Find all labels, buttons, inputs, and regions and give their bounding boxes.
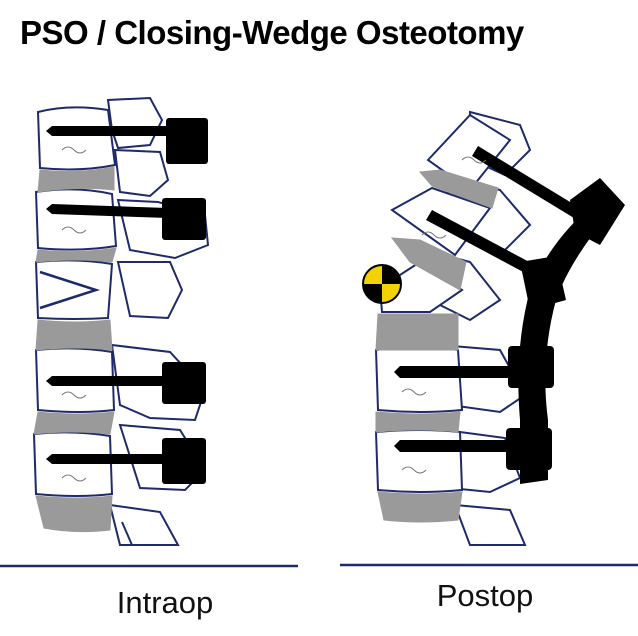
- postop-hardware: [394, 146, 625, 484]
- pedicle-screw: [394, 366, 522, 378]
- pedicle-screw: [394, 440, 522, 452]
- vertebral-body: [374, 346, 464, 413]
- caption-postop: Postop: [436, 578, 534, 613]
- pedicle-screw: [426, 210, 548, 282]
- posterior-element: [108, 503, 180, 546]
- pedicle-screw: [46, 118, 208, 164]
- disc: [390, 237, 467, 291]
- disc: [377, 491, 463, 523]
- vertebral-body: [374, 429, 464, 493]
- vertebral-body: [36, 106, 117, 171]
- intraop-spine: [32, 96, 210, 546]
- caption-intraop: Intraop: [116, 585, 214, 620]
- postop-discs: [375, 169, 499, 523]
- intraop-discs: [33, 166, 117, 533]
- disc: [375, 313, 459, 351]
- postop-bone-texture: [401, 156, 487, 474]
- disc: [418, 169, 499, 209]
- posterior-element: [110, 343, 207, 422]
- center-of-rotation-marker-icon: [362, 264, 402, 304]
- disc: [37, 166, 115, 193]
- disc: [35, 319, 113, 351]
- pedicle-screw: [472, 146, 580, 218]
- vertebral-body: [34, 188, 118, 251]
- disc: [35, 495, 113, 533]
- pedicle-screw: [46, 438, 206, 484]
- intraop-hardware: [46, 118, 208, 484]
- diagram-title: PSO / Closing-Wedge Osteotomy: [20, 14, 524, 51]
- vertebral-body: [32, 431, 114, 497]
- vertebral-body: [34, 259, 114, 320]
- posterior-element: [116, 198, 210, 260]
- pedicle-screw: [46, 198, 206, 240]
- posterior-element: [121, 521, 133, 546]
- posterior-element: [116, 261, 184, 320]
- disc: [375, 411, 461, 433]
- posterior-element: [453, 503, 527, 546]
- vertebral-body: [378, 260, 464, 313]
- osteotomy-wedge-cut: [39, 270, 101, 310]
- posterior-element: [106, 96, 164, 150]
- disc: [35, 247, 117, 263]
- posterior-element: [113, 148, 170, 198]
- pedicle-screw: [46, 362, 206, 404]
- intraop-bone-texture: [61, 146, 87, 482]
- contoured-rod: [518, 200, 612, 484]
- disc: [33, 411, 115, 435]
